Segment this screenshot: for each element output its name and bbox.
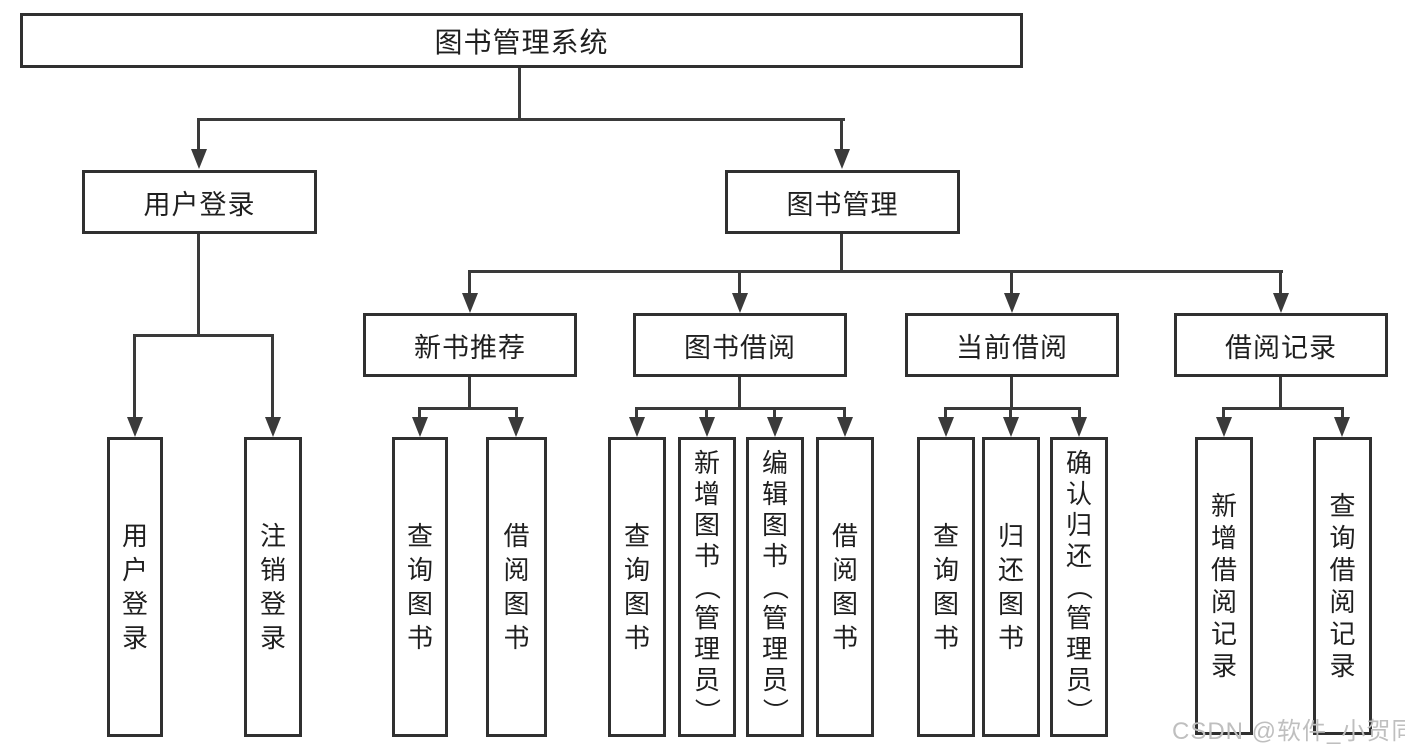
connector-g2-horizontal [635,407,846,410]
csdn-watermark: CSDN @软件_小贺同学 [1172,718,1405,745]
leaf-edit-book-admin: 编辑图书（管理员） [746,437,804,737]
node-borrow-records: 借阅记录 [1174,313,1388,377]
connector-l2-horizontal [197,118,845,121]
connector-l3-horizontal [468,270,1283,273]
leaf-return-book: 归还图书 [982,437,1040,737]
connector-g4-stub [1222,407,1225,421]
arrow-down-icon [1003,417,1019,437]
arrow-down-icon [1273,293,1289,313]
connector-g2-stub [773,407,776,421]
arrow-down-icon [412,417,428,437]
connector-g1-drop [468,377,471,410]
arrow-down-icon [462,293,478,313]
connector-l2-left-drop [197,118,200,152]
arrow-down-icon [629,417,645,437]
connector-g4-horizontal [1222,407,1344,410]
arrow-down-icon [699,417,715,437]
leaf-query-books-borrow: 查询图书 [608,437,666,737]
node-new-book-recommend: 新书推荐 [363,313,577,377]
arrow-down-icon [938,417,954,437]
node-root: 图书管理系统 [20,13,1023,68]
node-new-book-recommend-label: 新书推荐 [414,332,526,363]
connector-g2-drop [738,377,741,410]
connector-login-drop [197,234,200,336]
leaf-add-borrow-record: 新增借阅记录 [1195,437,1253,735]
connector-l3-drop [468,270,471,296]
connector-g1-horizontal [418,407,518,410]
connector-l3-drop [738,270,741,296]
arrow-down-icon [127,417,143,437]
connector-g2-stub [705,407,708,421]
arrow-down-icon [265,417,281,437]
leaf-query-books-recommend: 查询图书 [392,437,448,737]
node-book-borrow-label: 图书借阅 [684,332,796,363]
connector-g3-drop [1010,377,1013,410]
connector-g4-stub [1341,407,1344,421]
node-current-borrow: 当前借阅 [905,313,1119,377]
node-book-management-label: 图书管理 [786,189,899,220]
leaf-logout: 注销登录 [244,437,302,737]
arrow-down-icon [767,417,783,437]
node-book-borrow: 图书借阅 [633,313,847,377]
node-user-login: 用户登录 [82,170,317,234]
connector-g2-stub [635,407,638,421]
connector-g3-stub [1009,407,1012,421]
leaf-confirm-return-admin: 确认归还（管理员） [1050,437,1108,737]
leaf-query-borrow-record: 查询借阅记录 [1313,437,1372,735]
arrow-down-icon [837,417,853,437]
connector-root-drop [518,68,521,121]
connector-g3-stub [944,407,947,421]
connector-l3-drop [1010,270,1013,296]
arrow-down-icon [1004,293,1020,313]
connector-login-child2-drop [271,334,274,420]
connector-g4-drop [1279,377,1282,410]
connector-login-horizontal [133,334,274,337]
leaf-query-books-current: 查询图书 [917,437,975,737]
connector-l3-drop [1279,270,1282,296]
leaf-borrow-books-recommend: 借阅图书 [486,437,547,737]
arrow-down-icon [1334,417,1350,437]
arrow-down-icon [834,149,850,169]
node-user-login-label: 用户登录 [143,189,256,220]
connector-g2-stub [843,407,846,421]
arrow-down-icon [191,149,207,169]
node-borrow-records-label: 借阅记录 [1225,332,1337,363]
leaf-borrow-books: 借阅图书 [816,437,874,737]
arrow-down-icon [508,417,524,437]
connector-l2-right-drop [840,118,843,152]
leaf-add-book-admin: 新增图书（管理员） [678,437,736,737]
node-current-borrow-label: 当前借阅 [956,332,1068,363]
connector-login-child1-drop [133,334,136,420]
connector-g1-stub [515,407,518,421]
arrow-down-icon [1216,417,1232,437]
connector-g1-stub [418,407,421,421]
connector-g3-stub [1078,407,1081,421]
arrow-down-icon [732,293,748,313]
arrow-down-icon [1071,417,1087,437]
node-book-management: 图书管理 [725,170,960,234]
connector-mgmt-drop [840,234,843,272]
leaf-user-login: 用户登录 [107,437,163,737]
node-root-label: 图书管理系统 [434,26,609,58]
connector-g3-horizontal [944,407,1081,410]
